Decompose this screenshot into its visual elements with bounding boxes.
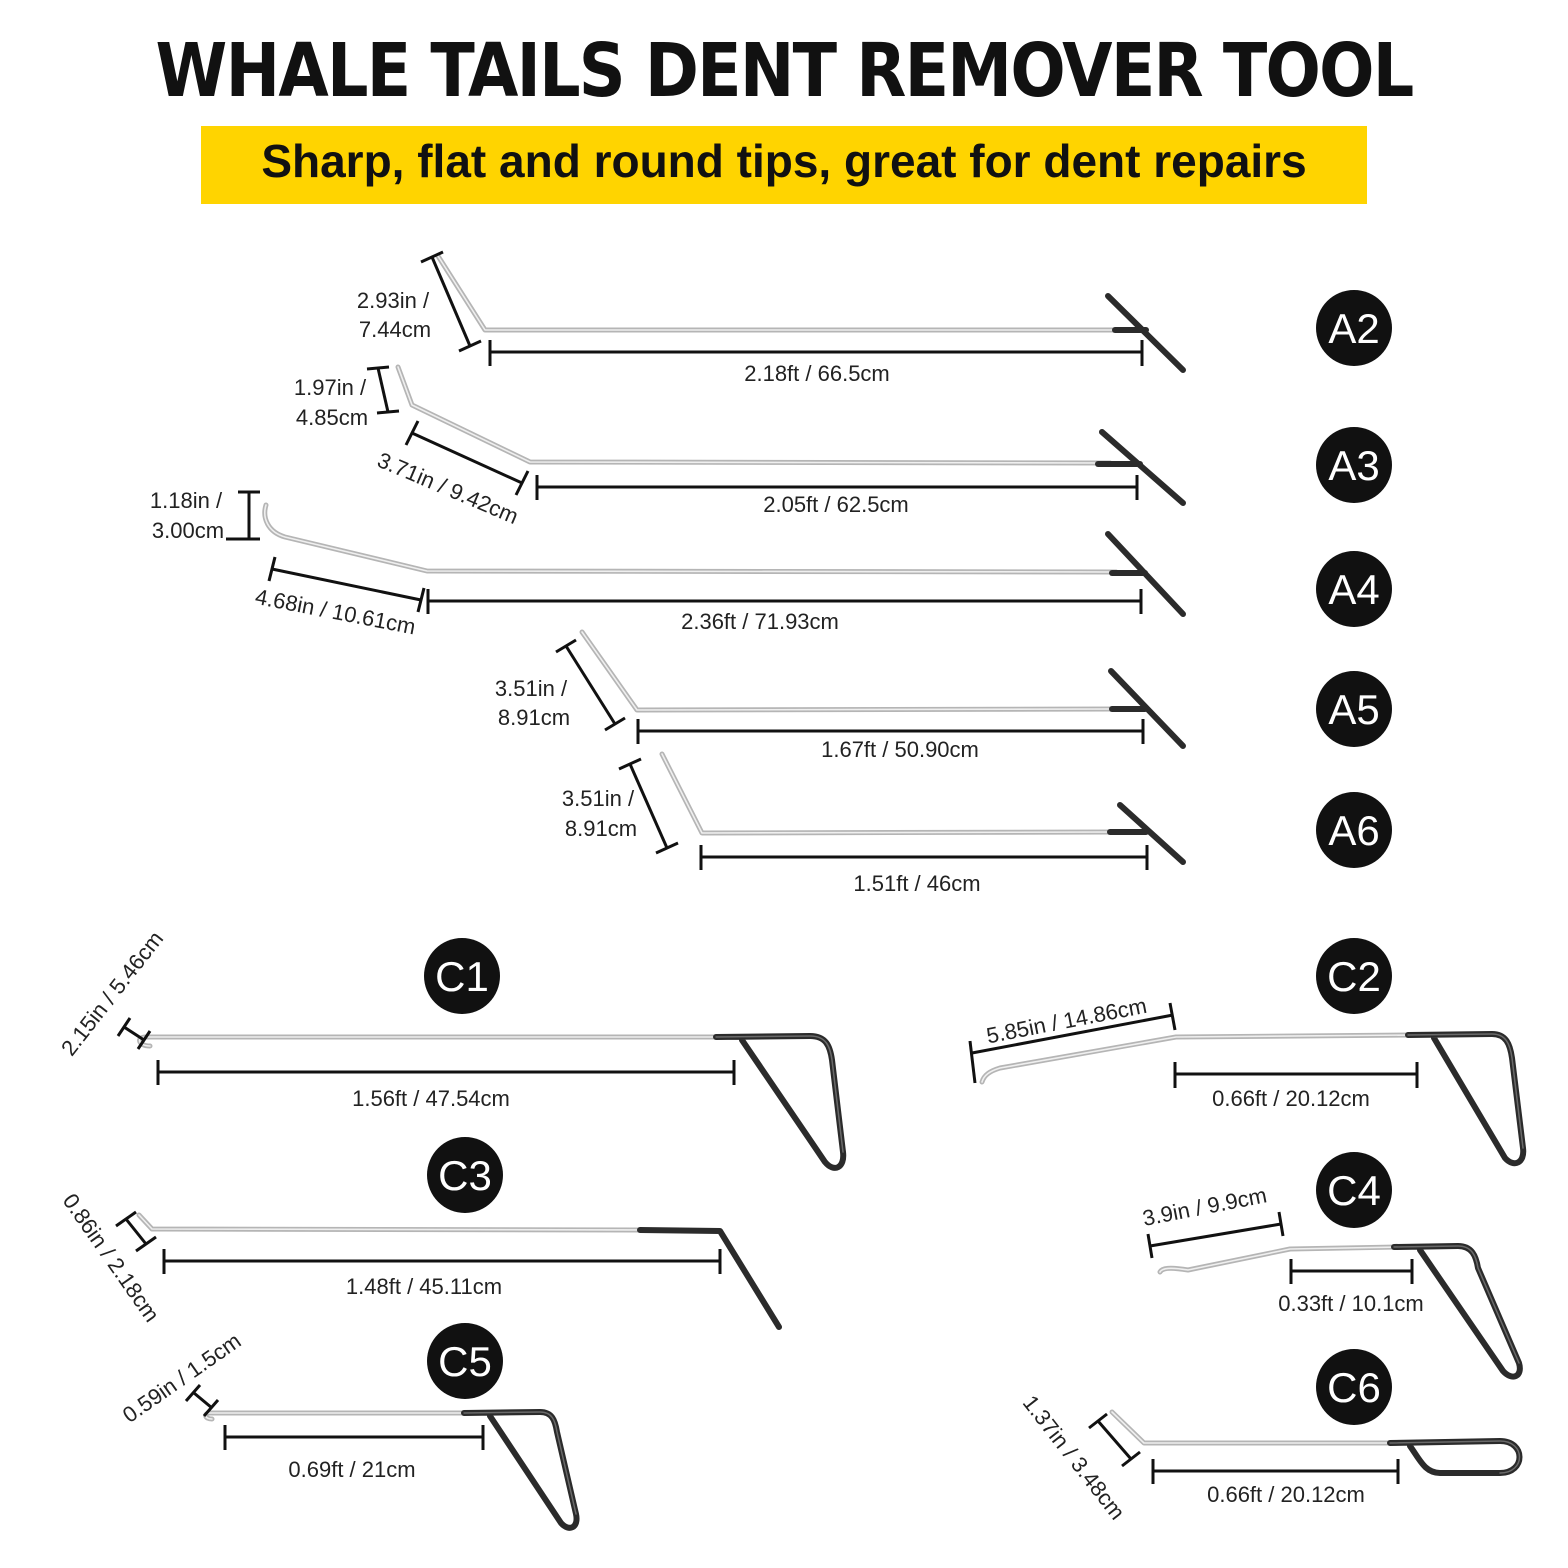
badge-a6-label: A6 [1328, 807, 1379, 854]
tool-a2: 2.93in / 7.44cm 2.18ft / 66.5cm A2 [357, 250, 1392, 386]
tool-c4: C4 3.9in / 9.9cm 0.33ft / 10.1cm [1140, 1152, 1523, 1380]
tool-c6: C6 1.37in / 3.48cm 0.66ft / 20.12cm [1018, 1349, 1523, 1524]
tool-a3-t-handle [1099, 429, 1186, 506]
tool-a6-tip-label-2: 8.91cm [565, 816, 637, 841]
tool-c6-loop-handle [1387, 1438, 1523, 1476]
tool-c3-tip-label: 0.86in / 2.18cm [58, 1189, 165, 1327]
tool-c3-length-label: 1.48ft / 45.11cm [346, 1274, 502, 1299]
tool-a4-tip-label-2: 3.00cm [152, 518, 224, 543]
page-title: WHALE TAILS DENT REMOVER TOOL [155, 28, 1415, 114]
badge-c4 [1316, 1152, 1392, 1228]
tool-a4-length-label: 2.36ft / 71.93cm [681, 609, 839, 634]
page-subtitle: Sharp, flat and round tips, great for de… [261, 135, 1307, 187]
tool-a3-bend-measure [411, 431, 523, 485]
tool-c5-rod [203, 1410, 473, 1422]
badge-c6-label: C6 [1327, 1364, 1381, 1411]
tool-c3: C3 0.86in / 2.18cm 1.48ft / 45.11cm [58, 1137, 782, 1330]
tool-a4-tip-label-1: 1.18in / [150, 488, 223, 513]
badge-c2 [1316, 938, 1392, 1014]
badge-c1 [424, 938, 500, 1014]
tool-a2-tip-measure [430, 256, 472, 347]
badge-a3-label: A3 [1328, 442, 1379, 489]
tool-c2: C2 5.85in / 14.86cm 0.66ft / 20.12cm [968, 938, 1527, 1167]
tool-a5: 3.51in / 8.91cm 1.67ft / 50.90cm A5 [495, 629, 1392, 762]
tool-c2-loop-handle [1405, 1031, 1527, 1167]
tool-c4-tip-measure [1149, 1222, 1282, 1248]
badge-a6 [1316, 792, 1392, 868]
tool-a5-rod [579, 629, 1125, 713]
tool-a6-tip-label-1: 3.51in / [562, 786, 635, 811]
tool-c5-loop-handle [461, 1409, 580, 1531]
tool-a6-t-handle [1117, 802, 1186, 865]
tool-a6: 3.51in / 8.91cm 1.51ft / 46cm A6 [562, 751, 1392, 896]
subtitle-banner [201, 126, 1367, 204]
tool-c3-bent-handle [637, 1227, 782, 1330]
tool-c2-tip-label: 5.85in / 14.86cm [984, 993, 1148, 1049]
tool-a3-length-label: 2.05ft / 62.5cm [763, 492, 909, 517]
tool-a3-tip-label-2: 4.85cm [296, 405, 368, 430]
badge-c3-label: C3 [438, 1152, 492, 1199]
tool-c2-tip-measure [971, 1013, 1174, 1055]
tool-c3-tip-measure [124, 1218, 148, 1245]
tool-c1: C1 2.15in / 5.46cm 1.56ft / 47.54cm [56, 926, 847, 1171]
tool-a5-tip-label-1: 3.51in / [495, 676, 568, 701]
tool-c1-tip-label: 2.15in / 5.46cm [56, 926, 168, 1060]
tool-c3-rod [136, 1212, 648, 1233]
badge-c5 [427, 1323, 503, 1399]
tool-c5-length-label: 0.69ft / 21cm [288, 1457, 415, 1482]
badge-c1-label: C1 [435, 953, 489, 1000]
badge-a3 [1316, 427, 1392, 503]
badge-a2 [1316, 290, 1392, 366]
tool-a3-tip-measure [376, 367, 390, 413]
tool-a3-tip-label-1: 1.97in / [294, 375, 367, 400]
tool-a6-tip-measure [628, 763, 669, 849]
tool-a6-length-label: 1.51ft / 46cm [853, 871, 980, 896]
badge-a2-label: A2 [1328, 305, 1379, 352]
tool-a4-bend-measure [271, 567, 422, 602]
tool-a4: 1.18in / 3.00cm 4.68in / 10.61cm 2.36ft … [150, 488, 1392, 639]
tool-a4-bend-label: 4.68in / 10.61cm [253, 584, 417, 640]
tool-c1-length-label: 1.56ft / 47.54cm [352, 1086, 510, 1111]
tool-c4-tip-label: 3.9in / 9.9cm [1140, 1182, 1268, 1231]
badge-c3 [427, 1137, 503, 1213]
tool-c1-rod [137, 1034, 723, 1049]
tool-c5-tip-measure [193, 1391, 213, 1410]
tool-a3: 1.97in / 4.85cm 3.71in / 9.42cm 2.05ft /… [294, 364, 1392, 529]
badge-a4 [1316, 551, 1392, 627]
badge-a5 [1316, 671, 1392, 747]
badge-a4-label: A4 [1328, 566, 1379, 613]
tool-a2-rod [435, 253, 1121, 333]
badge-a5-label: A5 [1328, 686, 1379, 733]
badge-c5-label: C5 [438, 1338, 492, 1385]
tool-c2-length-label: 0.66ft / 20.12cm [1212, 1086, 1370, 1111]
tool-a5-length-label: 1.67ft / 50.90cm [821, 737, 979, 762]
badge-c2-label: C2 [1327, 953, 1381, 1000]
tool-c1-loop-handle [713, 1033, 847, 1171]
tool-a3-bend-label: 3.71in / 9.42cm [374, 447, 522, 529]
tool-a6-rod [659, 751, 1123, 836]
tool-c4-length-label: 0.33ft / 10.1cm [1278, 1291, 1424, 1316]
tool-c5: C5 0.59in / 1.5cm 0.69ft / 21cm [118, 1323, 580, 1531]
tool-c6-tip-measure [1096, 1420, 1133, 1460]
badge-c6 [1316, 1349, 1392, 1425]
tool-c6-length-label: 0.66ft / 20.12cm [1207, 1482, 1365, 1507]
tool-a2-tip-label-1: 2.93in / [357, 288, 430, 313]
tool-a2-tip-label-2: 7.44cm [359, 317, 431, 342]
tool-a2-length-label: 2.18ft / 66.5cm [744, 361, 890, 386]
tool-c1-tip-measure [123, 1025, 145, 1042]
tool-a5-tip-label-2: 8.91cm [498, 705, 570, 730]
badge-c4-label: C4 [1327, 1167, 1381, 1214]
tool-a5-tip-measure [564, 645, 617, 725]
